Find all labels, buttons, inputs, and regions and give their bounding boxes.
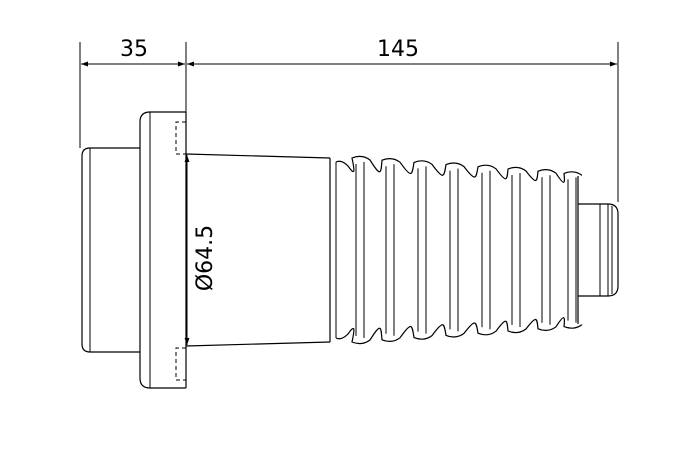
hub [81, 147, 140, 353]
dimension-text-diameter: Ø64.5 [193, 225, 218, 291]
tip [578, 203, 619, 297]
dimension-text-body: 145 [377, 37, 419, 62]
ribbed-section [335, 155, 583, 345]
diameter-dimension: Ø64.5 [184, 155, 218, 345]
dimension-text-flange: 35 [120, 37, 148, 62]
body [185, 153, 337, 347]
flange [139, 111, 187, 389]
horizontal-dimensions: 35 145 [79, 37, 619, 202]
